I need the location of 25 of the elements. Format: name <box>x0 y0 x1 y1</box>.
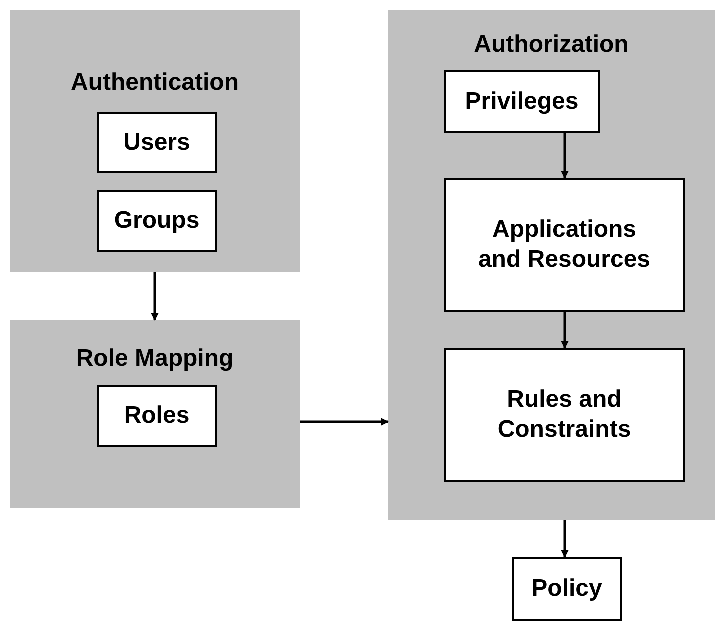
process-box <box>444 70 600 133</box>
arrow <box>561 312 569 349</box>
panel-title: Authentication <box>70 68 240 98</box>
process-box <box>444 348 685 482</box>
box-label: Applications and Resources <box>477 215 652 275</box>
box-label: Privileges <box>465 86 579 116</box>
process-box <box>444 178 685 312</box>
process-box <box>97 190 217 252</box>
panel-title: Authorization <box>473 30 630 60</box>
box-label: Rules and Constraints <box>496 385 632 445</box>
group-panel <box>10 320 300 508</box>
process-box <box>97 112 217 173</box>
arrow <box>561 133 569 179</box>
arrow <box>151 272 159 321</box>
box-label: Policy <box>532 574 602 604</box>
process-box <box>97 385 217 447</box>
arrow <box>300 418 389 426</box>
process-box <box>512 557 622 621</box>
box-label: Roles <box>124 401 190 431</box>
group-panel <box>388 10 715 520</box>
box-label: Groups <box>114 206 200 236</box>
panel-title: Role Mapping <box>75 344 235 374</box>
arrow <box>561 520 569 558</box>
group-panel <box>10 10 300 272</box>
box-label: Users <box>124 128 190 158</box>
